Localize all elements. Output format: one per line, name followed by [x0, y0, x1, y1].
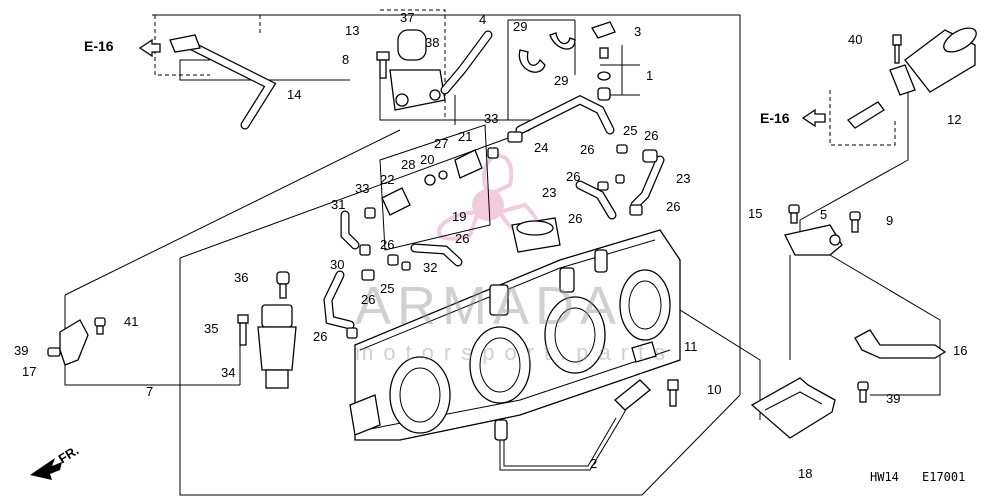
throttle-body [349, 217, 681, 441]
leader-lines [64, 14, 941, 496]
callout-39a: 39 [14, 343, 29, 358]
callout-1: 1 [646, 68, 654, 83]
callout-5: 5 [820, 207, 828, 222]
callout-33a: 33 [484, 111, 499, 126]
callout-29a: 29 [513, 19, 528, 34]
callout-14: 14 [287, 87, 302, 102]
callout-16: 16 [953, 343, 968, 358]
hoses-30-32 [323, 243, 463, 339]
hose-14 [169, 34, 277, 130]
callout-26i: 26 [313, 329, 328, 344]
callout-30: 30 [330, 257, 345, 272]
callout-26e: 26 [666, 199, 681, 214]
callout-4: 4 [479, 12, 487, 27]
watermark-text: ARMADA [355, 276, 623, 336]
callout-33b: 33 [355, 181, 370, 196]
dashed-boxes [154, 9, 896, 146]
bracket-11 [631, 341, 657, 363]
callout-26b: 26 [580, 142, 595, 157]
callout-17: 17 [22, 364, 37, 379]
hose-24 [507, 94, 615, 143]
hose-23 [575, 144, 665, 220]
callout-3: 3 [634, 24, 642, 39]
callout-25a: 25 [623, 123, 638, 138]
callout-29b: 29 [554, 73, 569, 88]
callout-20: 20 [420, 152, 435, 167]
callout-8: 8 [342, 52, 350, 67]
callout-41: 41 [124, 314, 139, 329]
bolt-8 [376, 51, 390, 79]
bracket-5 [784, 204, 861, 256]
callout-25b: 25 [380, 281, 395, 296]
callout-21: 21 [458, 129, 473, 144]
callout-23a: 23 [676, 171, 691, 186]
callout-24: 24 [534, 140, 549, 155]
cap-3 [591, 21, 616, 101]
valve-37 [389, 29, 446, 111]
callout-10: 10 [707, 382, 722, 397]
callout-38: 38 [425, 35, 440, 50]
page-code: HW14 [870, 470, 899, 484]
callout-7: 7 [146, 384, 154, 399]
callout-27: 27 [434, 136, 449, 151]
callout-12: 12 [947, 112, 962, 127]
callout-26h: 26 [361, 292, 376, 307]
callout-36: 36 [234, 270, 249, 285]
cover-18 [750, 377, 836, 439]
filter-12 [889, 27, 977, 96]
callout-26d: 26 [568, 211, 583, 226]
ref-label-e16-left: E-16 [84, 38, 114, 54]
callout-18: 18 [798, 466, 813, 481]
front-arrow [30, 458, 62, 480]
callout-37: 37 [400, 10, 415, 25]
watermark-subtext: motorsport.parts [355, 340, 676, 365]
callout-11: 11 [684, 339, 698, 354]
callout-26g: 26 [380, 237, 395, 252]
callout-40: 40 [848, 32, 863, 47]
callout-28: 28 [401, 157, 416, 172]
callout-2: 2 [590, 456, 598, 471]
callout-23b: 23 [542, 185, 557, 200]
e16-arrow-left [138, 38, 161, 58]
callout-19: 19 [452, 209, 467, 224]
callout-9: 9 [886, 213, 894, 228]
bolt-10 [667, 379, 679, 407]
bracket-17 [47, 317, 106, 366]
hose-4 [440, 30, 493, 95]
callout-32: 32 [423, 260, 438, 275]
callout-31: 31 [331, 197, 346, 212]
callout-35: 35 [204, 321, 219, 336]
callout-13: 13 [345, 23, 360, 38]
callout-34: 34 [221, 365, 236, 380]
callout-26f: 26 [455, 231, 470, 246]
bracket-16 [854, 329, 947, 403]
ref-label-e16-right: E-16 [760, 110, 790, 126]
callout-22: 22 [380, 172, 395, 187]
callout-26a: 26 [644, 128, 659, 143]
regulator-assembly [340, 147, 499, 250]
clips-29 [518, 32, 576, 73]
callout-26c: 26 [566, 169, 581, 184]
callout-15: 15 [748, 206, 763, 221]
callout-39b: 39 [886, 391, 901, 406]
cable-2 [494, 379, 651, 471]
e16-arrow-right [801, 108, 826, 128]
figure-code: E17001 [922, 470, 966, 484]
connector-e16-right [846, 101, 885, 129]
sensor-34 [237, 271, 297, 389]
